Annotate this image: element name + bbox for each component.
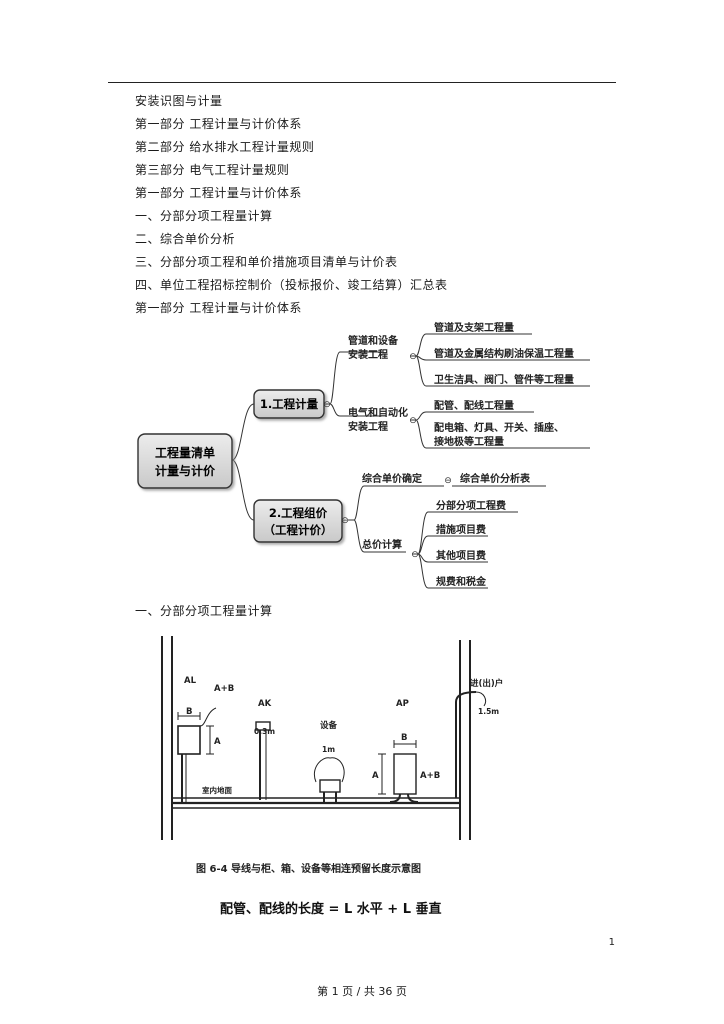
- label-b-right: B: [401, 733, 407, 743]
- leaf-item: 配电箱、灯具、开关、插座、: [434, 421, 564, 434]
- root-node: [137, 433, 233, 489]
- collapse-toggle-icon[interactable]: ⊖: [409, 352, 417, 362]
- toc-item: 四、单位工程招标控制价（投标报价、竣工结算）汇总表: [135, 278, 448, 292]
- label-ak-dim: 0.3m: [254, 727, 275, 736]
- toc-item: 第三部分 电气工程计量规则: [135, 163, 290, 177]
- mindmap-diagram: 工程量清单 计量与计价 1.工程计量 2.工程组价 （工程计价） ⊖ ⊖ ⊖ ⊖…: [137, 321, 590, 589]
- sub-unit-price: 综合单价确定: [362, 472, 422, 485]
- toc-item: 第一部分 工程计量与计价体系: [135, 117, 302, 131]
- label-al: AL: [184, 676, 197, 686]
- branch-engineering-measure-label: 1.工程计量: [260, 397, 319, 411]
- wiring-reservation-figure: AL A+B B A AK 0.3m 设备 1m AP B A A+B 进(出)…: [161, 636, 503, 917]
- branch-engineering-measure: [253, 389, 325, 419]
- branch-engineering-pricing-line2: （工程计价）: [264, 523, 333, 537]
- sub-electric-auto-line2: 安装工程: [348, 420, 388, 433]
- leaf-item: 措施项目费: [436, 523, 486, 536]
- label-b-left: B: [186, 707, 192, 717]
- root-label-line2: 计量与计价: [155, 463, 216, 478]
- page-footer: 第 1 页 / 共 36 页: [317, 985, 407, 998]
- sub-pipe-equipment-line2: 安装工程: [348, 348, 388, 361]
- label-a-left: A: [214, 737, 221, 747]
- leaf-item: 卫生洁具、阀门、管件等工程量: [434, 373, 574, 386]
- toc-list: 安装识图与计量 第一部分 工程计量与计价体系 第二部分 给水排水工程计量规则 第…: [135, 90, 448, 320]
- branch-engineering-pricing: [253, 499, 343, 543]
- label-ab-left: A+B: [214, 684, 234, 694]
- label-ab-right: A+B: [420, 771, 440, 781]
- leaf-item: 综合单价分析表: [460, 472, 531, 485]
- label-ap: AP: [396, 699, 409, 709]
- length-formula: 配管、配线的长度 = L 水平 + L 垂直: [220, 901, 442, 917]
- root-label-line1: 工程量清单: [155, 445, 215, 460]
- collapse-toggle-icon[interactable]: ⊖: [411, 550, 419, 560]
- leaf-item: 分部分项工程费: [436, 499, 506, 512]
- mindmap-connectors: [231, 333, 590, 589]
- leaf-item: 规费和税金: [436, 575, 487, 588]
- section-heading: 一、分部分项工程量计算: [135, 604, 273, 618]
- sub-pipe-equipment-line1: 管道和设备: [348, 334, 399, 347]
- toc-item: 第二部分 给水排水工程计量规则: [135, 140, 315, 154]
- header-rule: [108, 82, 616, 83]
- label-equipment-dim: 1m: [322, 745, 335, 754]
- collapse-toggle-icon[interactable]: ⊖: [409, 416, 417, 426]
- leaf-item: 接地极等工程量: [434, 435, 504, 448]
- leaf-item: 配管、配线工程量: [434, 399, 514, 412]
- label-ak: AK: [258, 699, 272, 709]
- collapse-toggle-icon[interactable]: ⊖: [323, 400, 331, 410]
- label-floor: 室内地面: [202, 785, 232, 795]
- collapse-toggle-icon[interactable]: ⊖: [444, 476, 452, 486]
- collapse-toggle-icon[interactable]: ⊖: [341, 516, 349, 526]
- label-a-right: A: [372, 771, 379, 781]
- toc-item: 二、综合单价分析: [135, 232, 236, 246]
- sub-electric-auto-line1: 电气和自动化: [348, 406, 408, 419]
- toc-item: 三、分部分项工程和单价措施项目清单与计价表: [135, 255, 398, 269]
- label-entry: 进(出)户: [470, 678, 503, 689]
- figure-caption: 图 6-4 导线与柜、箱、设备等相连预留长度示意图: [196, 862, 421, 875]
- toc-item: 第一部分 工程计量与计价体系: [135, 301, 302, 315]
- label-equipment: 设备: [320, 720, 338, 731]
- leaf-item: 管道及金属结构刷油保温工程量: [434, 347, 574, 360]
- toc-item: 安装识图与计量: [135, 94, 223, 108]
- toc-item: 第一部分 工程计量与计价体系: [135, 186, 302, 200]
- sub-total-price: 总价计算: [362, 538, 402, 551]
- toc-item: 一、分部分项工程量计算: [135, 209, 273, 223]
- page-number: 1: [608, 937, 615, 948]
- leaf-item: 其他项目费: [436, 549, 486, 562]
- leaf-item: 管道及支架工程量: [434, 321, 514, 334]
- label-entry-dim: 1.5m: [478, 707, 499, 716]
- branch-engineering-pricing-line1: 2.工程组价: [269, 506, 328, 520]
